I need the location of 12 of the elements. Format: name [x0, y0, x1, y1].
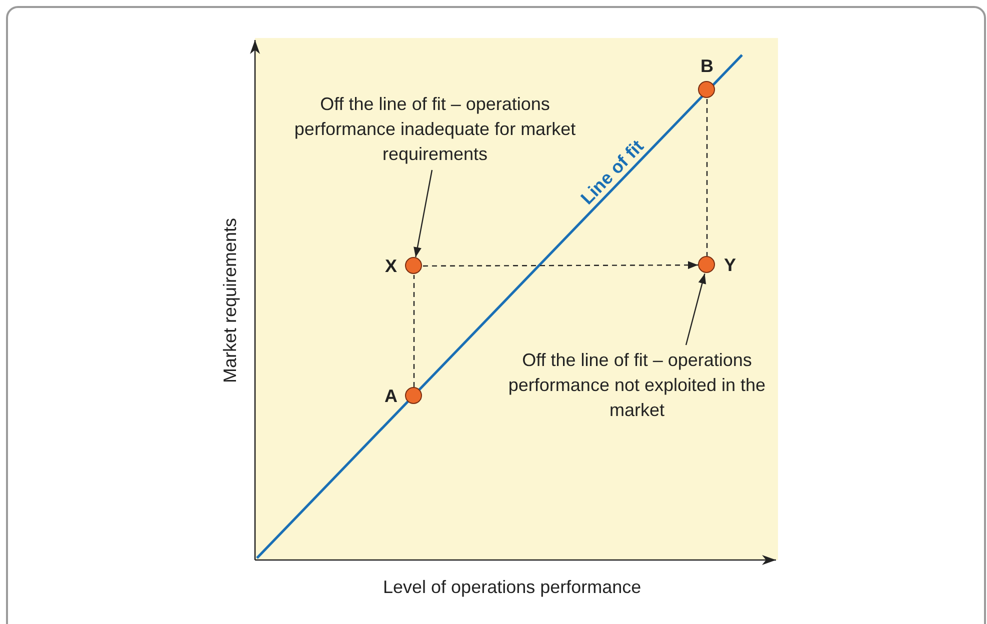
point-label: X	[384, 257, 398, 275]
axis-title: Market requirements	[220, 217, 241, 383]
point-label: A	[384, 387, 398, 405]
annotation-text: Off the line of fit – operations performance not exploited in the market	[502, 348, 772, 423]
leader-arrow	[414, 170, 433, 258]
dashed-line	[706, 99, 708, 256]
point-label: B	[700, 57, 714, 75]
leader-arrow	[685, 274, 706, 346]
point-label: Y	[722, 256, 737, 274]
dashed-arrow	[423, 261, 698, 270]
axis-title: Level of operations performance	[383, 576, 642, 598]
dashed-line	[413, 275, 415, 387]
